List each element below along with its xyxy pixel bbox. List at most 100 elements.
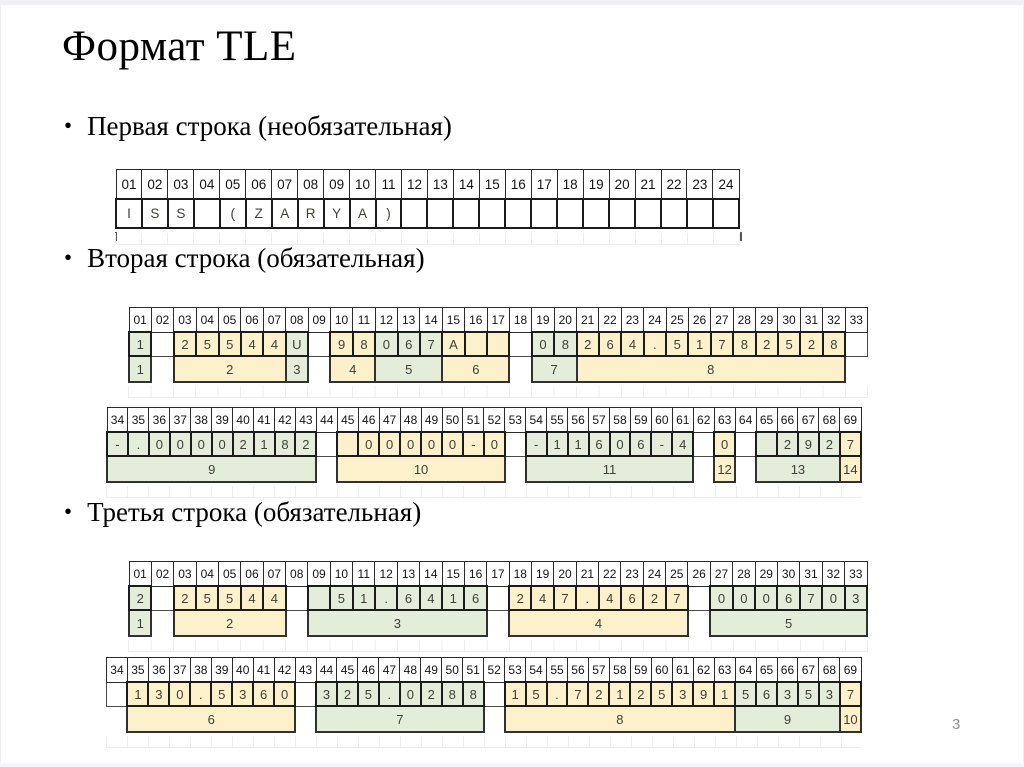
col-header-cell: 46	[357, 657, 380, 683]
col-header-cell: 69	[839, 407, 862, 433]
value-cell: -	[524, 431, 548, 457]
col-header-cell: 13	[426, 169, 454, 200]
col-header-cell: 61	[671, 407, 694, 433]
value-cell: 0	[398, 681, 422, 707]
col-header-cell: 20	[608, 169, 636, 200]
value-cell: S	[166, 198, 195, 229]
col-header-cell: 57	[588, 407, 610, 433]
group-cell: 3	[306, 609, 488, 637]
col-header-cell: 28	[732, 307, 757, 333]
value-cell: 6	[776, 585, 801, 611]
value-cell: 5	[776, 331, 802, 357]
value-cell: 8	[273, 431, 297, 457]
bullet-third-line: • Третья строка (обязательная)	[64, 497, 421, 528]
group-gap-cell	[151, 610, 173, 636]
value-cell: 6	[396, 585, 421, 611]
col-header-cell: 23	[686, 169, 714, 200]
group-cell: 5	[709, 609, 868, 637]
col-header-cell: 01	[128, 561, 152, 587]
slide-edge-top	[0, 0, 1024, 5]
group-cell: 3	[284, 355, 310, 383]
col-header-cell: 62	[692, 407, 715, 433]
col-header-cell: 68	[818, 407, 841, 433]
value-cell: 7	[566, 681, 590, 707]
group-cell: 6	[441, 355, 511, 383]
col-header-cell: 34	[106, 407, 129, 433]
col-header-cell: 32	[821, 561, 846, 587]
value-cell: 9	[329, 331, 354, 357]
value-cell: 4	[262, 585, 287, 611]
col-header-cell: 66	[776, 657, 799, 683]
slide-page-number: 3	[952, 716, 961, 733]
col-header-cell: 04	[195, 561, 219, 587]
col-header-cell: 13	[396, 561, 421, 587]
value-cell	[150, 331, 175, 357]
value-cell	[685, 198, 714, 229]
value-cell: 2	[335, 681, 359, 707]
col-header-cell: 54	[525, 657, 548, 683]
value-cell: 6	[619, 585, 645, 611]
value-cell: 8	[553, 331, 578, 357]
value-cell: 4	[418, 585, 444, 611]
value-cell: 8	[732, 331, 757, 357]
col-header-cell: 43	[294, 657, 317, 683]
group-cell: 9	[734, 705, 841, 733]
value-cell: 0	[482, 431, 506, 457]
value-cell: 5	[734, 681, 758, 707]
col-header-cell: 27	[709, 561, 734, 587]
bullet-second-line-text: Вторая строка (обязательная)	[87, 243, 425, 273]
value-cell	[634, 198, 663, 229]
value-cell: 0	[168, 681, 192, 707]
value-cell: 0	[420, 431, 443, 457]
value-cell: 2	[172, 585, 198, 611]
col-header-cell: 26	[687, 561, 711, 587]
value-cell: 3	[315, 681, 338, 707]
group-cell: 6	[126, 705, 297, 733]
col-header-cell: 05	[219, 169, 247, 200]
group-cell: 8	[575, 355, 846, 383]
value-cell: 0	[273, 681, 297, 707]
col-header-cell: 31	[799, 561, 823, 587]
value-cell	[608, 198, 637, 229]
col-header-cell: 08	[285, 561, 309, 587]
col-header-cell: 46	[357, 407, 380, 433]
col-header-cell: 21	[575, 561, 600, 587]
col-header-cell: 58	[608, 657, 631, 683]
value-cell: 4	[620, 331, 645, 357]
value-cell: 5	[650, 681, 674, 707]
value-cell	[426, 198, 455, 229]
group-gap-cell	[509, 356, 531, 382]
value-cell: 0	[189, 431, 213, 457]
col-header-cell: 55	[546, 657, 568, 683]
col-header-cell: 65	[755, 657, 778, 683]
group-cell: 5	[374, 355, 444, 383]
bullet-third-line-text: Третья строка (обязательная)	[87, 497, 422, 527]
col-header-cell: 44	[315, 657, 338, 683]
value-cell: 1	[351, 585, 376, 611]
col-header-cell: 30	[776, 561, 801, 587]
col-header-cell: 26	[687, 307, 712, 333]
col-header-cell: 11	[352, 561, 376, 587]
col-header-cell: 19	[530, 561, 555, 587]
value-cell: 5	[210, 681, 234, 707]
value-cell: 1	[126, 681, 150, 707]
col-header-cell: 18	[508, 307, 533, 333]
value-cell	[687, 585, 711, 611]
group-gap-cell	[845, 356, 868, 382]
value-cell	[285, 585, 309, 611]
value-cell: 5	[664, 331, 690, 357]
value-cell: 4	[671, 431, 695, 457]
col-header-cell: 22	[660, 169, 688, 200]
col-header-cell: 23	[620, 307, 645, 333]
col-header-cell: 07	[271, 169, 299, 200]
col-header-cell: 11	[375, 169, 402, 200]
col-header-cell: 42	[274, 407, 296, 433]
col-header-cell: 31	[799, 307, 824, 333]
group-gap-cell	[295, 706, 316, 732]
